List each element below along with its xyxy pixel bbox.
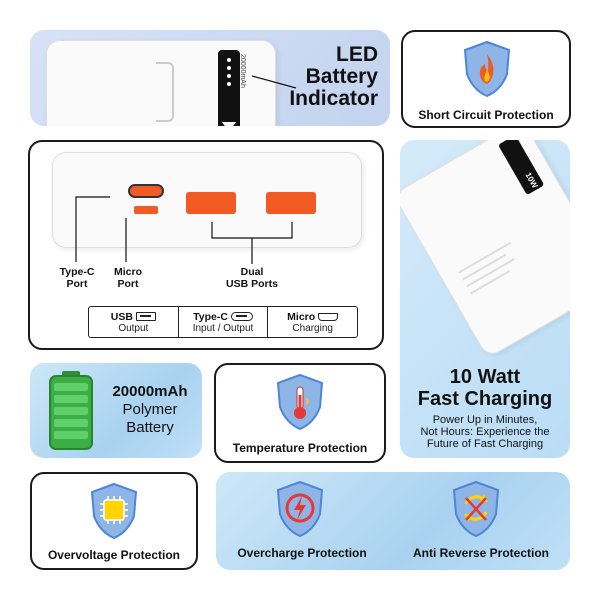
led-title-line: LED — [336, 43, 378, 66]
led-indicator-card: 20000mAh LED Battery Indicator — [30, 30, 390, 126]
type-c-port-label: Type-C Port — [59, 266, 95, 290]
micro-port-label: Micro Port — [113, 266, 142, 290]
device-capacity-text: 20000mAh — [239, 54, 246, 88]
led-display-icon: 10W — [498, 140, 545, 196]
usb-a-port-1 — [186, 192, 236, 214]
port-legend: USB Output Type-C Input / Output Micro C… — [88, 306, 358, 338]
short-circuit-card: Short Circuit Protection — [401, 30, 571, 128]
overvoltage-card: Overvoltage Protection — [30, 472, 198, 570]
fast-subtitle: Power Up in Minutes, Not Hours: Experien… — [420, 414, 550, 450]
overvoltage-label: Overvoltage Protection — [47, 548, 181, 562]
overcharge-reverse-card: Overcharge Protection Anti Reverse Prote… — [216, 472, 570, 570]
lightning-icon — [276, 480, 324, 538]
legend-typec-sub: Input / Output — [192, 322, 254, 334]
temperature-card: Temperature Protection — [214, 363, 386, 463]
micro-usb-port-icon — [318, 312, 339, 321]
battery-capacity: 20000mAh — [112, 383, 188, 400]
pointer-line — [252, 75, 297, 89]
anti-reverse-label: Anti Reverse Protection — [412, 546, 550, 560]
reverse-arrows-icon — [452, 480, 500, 538]
battery-type: Polymer — [122, 401, 178, 418]
power-bank-side-image — [52, 152, 362, 248]
chip-icon — [90, 482, 138, 540]
usb-a-port-2 — [266, 192, 316, 214]
temperature-label: Temperature Protection — [232, 441, 368, 455]
dual-usb-label: Dual USB Ports — [226, 266, 278, 290]
overcharge-label: Overcharge Protection — [237, 546, 367, 560]
callout-lines — [75, 196, 293, 264]
legend-micro: Micro Charging — [268, 307, 357, 337]
usb-c-port-icon — [230, 312, 253, 321]
led-title-line: Indicator — [289, 87, 378, 110]
ports-card: Type-C Port Micro Port Dual USB Ports US… — [28, 140, 384, 350]
usb-c-port — [130, 186, 162, 196]
device-groove — [156, 62, 174, 122]
legend-micro-title: Micro — [287, 310, 316, 323]
battery-icon — [49, 371, 93, 450]
usb-a-port-icon — [135, 312, 156, 321]
legend-usb: USB Output — [89, 307, 179, 337]
short-circuit-label: Short Circuit Protection — [418, 108, 554, 122]
legend-usb-title: USB — [110, 310, 133, 323]
device-badge: 10W — [523, 171, 540, 190]
battery-card: 20000mAh Polymer Battery — [30, 363, 202, 458]
led-title: LED Battery Indicator — [289, 44, 378, 110]
battery-type-2: Battery — [126, 419, 174, 436]
fire-icon — [463, 40, 511, 98]
fast-charging-card: 10W 10 Watt Fast Charging Power Up in Mi… — [400, 140, 570, 458]
power-bank-angled-image: 10W — [400, 140, 570, 359]
fast-title-line1: 10 Watt — [449, 366, 521, 388]
legend-typec-title: Type-C — [193, 310, 228, 323]
legend-usb-sub: Output — [118, 322, 149, 334]
fast-title-line2: Fast Charging — [417, 388, 553, 410]
led-display-icon — [218, 50, 240, 126]
power-bank-image: 20000mAh — [46, 40, 276, 126]
led-title-line: Battery — [305, 65, 378, 88]
legend-micro-sub: Charging — [292, 322, 333, 334]
micro-port — [134, 206, 158, 214]
legend-typec: Type-C Input / Output — [179, 307, 269, 337]
thermometer-icon — [276, 373, 324, 431]
